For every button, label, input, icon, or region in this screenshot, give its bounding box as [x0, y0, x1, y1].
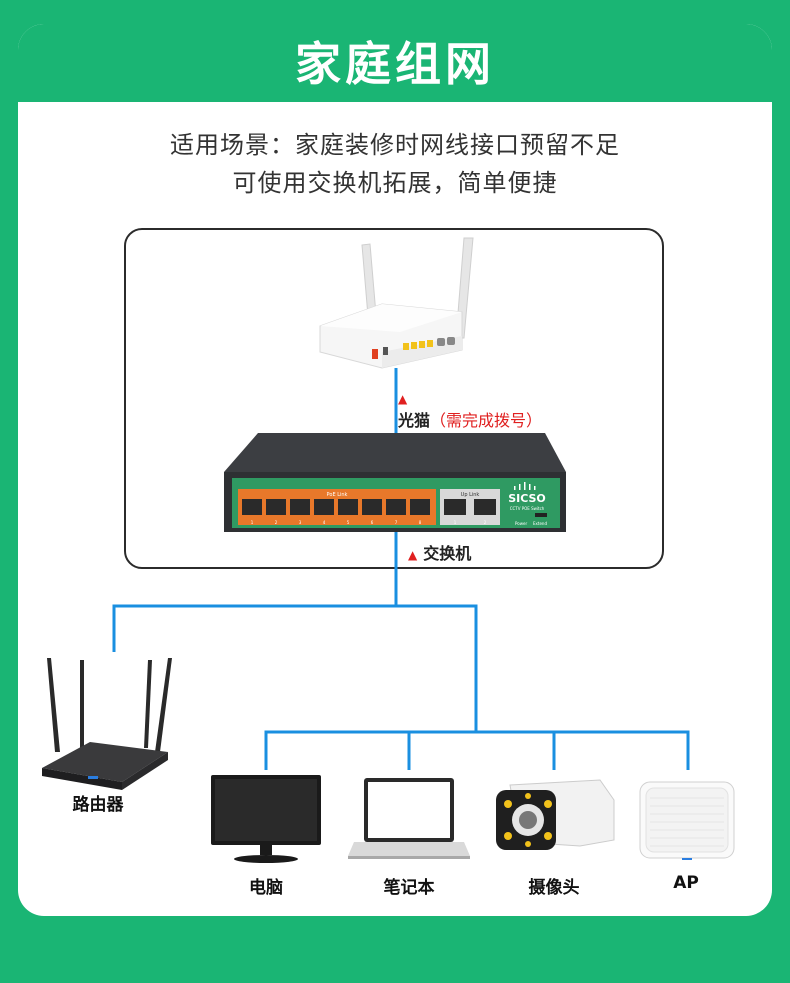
- port-number: 8: [419, 520, 422, 525]
- port-number: 5: [347, 520, 350, 525]
- pc-monitor-icon: [211, 775, 321, 863]
- modem-icon: [319, 237, 474, 369]
- status-extend-label: Extend: [533, 521, 547, 526]
- port-number: 2: [484, 520, 487, 525]
- uplink-ports: [444, 499, 496, 515]
- switch-label: ▲ 交换机: [408, 540, 471, 564]
- switch-name: 交换机: [423, 544, 472, 563]
- uplink-group-label: Up Link: [461, 492, 480, 498]
- switch-brand: SICSO: [508, 492, 546, 505]
- port-number: 2: [275, 520, 278, 525]
- laptop-label: 笔记本: [383, 878, 435, 898]
- modem-note: （需完成拨号）: [430, 411, 543, 430]
- scenario-description-line-2: 可使用交换机拓展，简单便捷: [232, 169, 558, 197]
- modem-name: 光猫: [398, 411, 431, 430]
- switch-model: CCTV POE Switch: [510, 506, 545, 511]
- camera-icon: [496, 779, 615, 850]
- triangle-marker-icon: ▲: [408, 548, 418, 562]
- access-point-icon: [639, 781, 735, 860]
- port-number: 4: [323, 520, 326, 525]
- router-label: 路由器: [72, 795, 124, 815]
- laptop-icon: [348, 778, 470, 859]
- poe-switch-icon: PoE Link Up Link SICSO CCTV POE Switch P…: [224, 433, 566, 532]
- brand-bars: [514, 482, 536, 490]
- connection-lines: [112, 368, 690, 770]
- page-title: 家庭组网: [295, 37, 495, 91]
- port-number: 3: [299, 520, 302, 525]
- router-branch-line: [112, 604, 478, 732]
- header-band: 家庭组网: [18, 24, 772, 102]
- poe-group-label: PoE Link: [327, 492, 348, 498]
- poe-ports: [242, 499, 430, 515]
- pc-label: 电脑: [249, 878, 283, 898]
- ap-label: AP: [673, 873, 699, 893]
- port-number: 1: [251, 520, 254, 525]
- port-number: 6: [371, 520, 374, 525]
- port-number: 1: [454, 520, 457, 525]
- triangle-marker-icon: ▲: [398, 392, 408, 406]
- scenario-description-line-1: 适用场景：家庭装修时网线接口预留不足: [170, 131, 620, 159]
- camera-label: 摄像头: [528, 878, 580, 898]
- modem-label: ▲ 光猫（需完成拨号）: [398, 388, 542, 431]
- device-bus-line: [264, 730, 690, 770]
- port-number: 7: [395, 520, 398, 525]
- router-icon: [42, 658, 172, 790]
- status-power-label: Power: [515, 521, 527, 526]
